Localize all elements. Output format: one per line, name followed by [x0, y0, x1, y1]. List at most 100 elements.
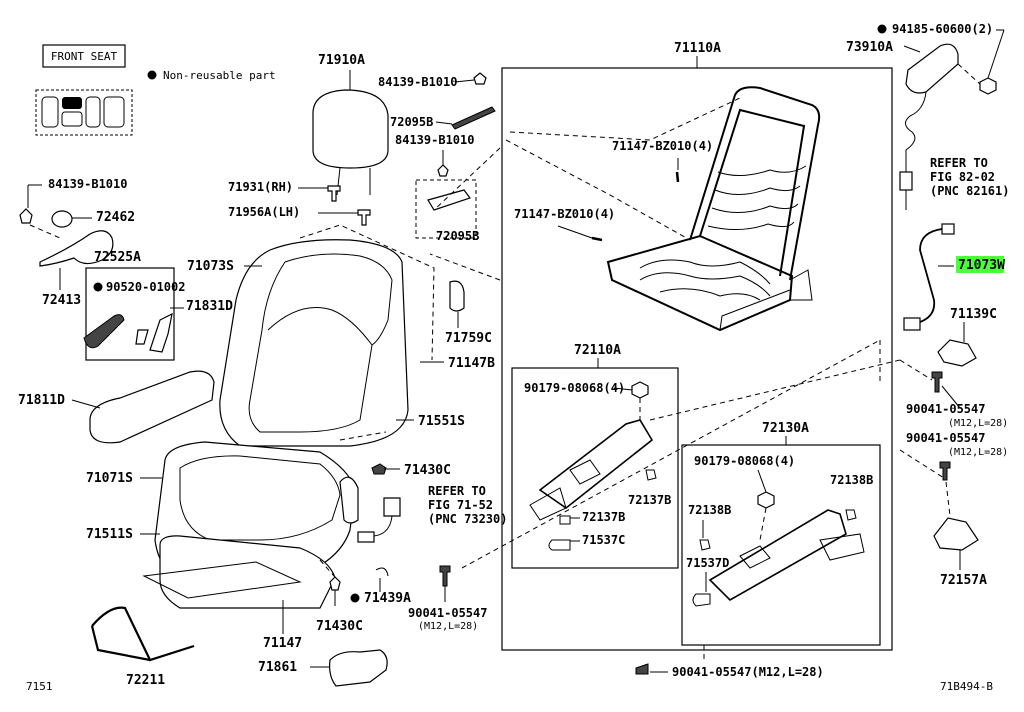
label-72138B-a: 72138B [830, 473, 873, 487]
label-71956A: 71956A(LH) [228, 205, 300, 219]
label-71931: 71931(RH) [228, 180, 293, 194]
lever-group-box [85, 267, 175, 361]
label-72413: 72413 [42, 293, 81, 308]
label-90041-c: 90041-05547 [906, 431, 985, 445]
label-71147-bz010-b: 71147-BZ010(4) [514, 207, 615, 221]
headrest [312, 89, 389, 196]
highlight-71073W [956, 256, 1004, 273]
label-72211: 72211 [126, 673, 165, 688]
label-71861: 71861 [258, 660, 297, 675]
cushion-sheet [142, 561, 302, 599]
label-72095B-mid: 72095B [436, 229, 479, 243]
cover-71537D [692, 593, 711, 607]
bushing-ring [51, 210, 73, 228]
rail-inner-box [511, 367, 679, 569]
cover-71139C [937, 339, 977, 367]
label-71073S: 71073S [187, 259, 234, 274]
label-84139-b1010-mid: 84139-B1010 [395, 133, 474, 147]
label-71071S: 71071S [86, 471, 133, 486]
label-71910A: 71910A [318, 53, 365, 68]
wire-71073W [919, 228, 943, 323]
label-71831D: 71831D [186, 299, 233, 314]
clip-71439A [375, 567, 389, 577]
label-72525A: 72525A [94, 250, 141, 265]
bolt-90041-c [939, 461, 951, 481]
label-90041-b-sub: (M12,L=28) [948, 418, 1008, 429]
control-module [905, 43, 959, 94]
height-lever [83, 314, 125, 349]
label-72137B-a: 72137B [628, 493, 671, 507]
front-seat-label: FRONT SEAT [51, 50, 118, 63]
non-reusable-dot-icon [93, 282, 103, 292]
label-71430C-a: 71430C [404, 463, 451, 478]
bolt-90041-b [931, 371, 943, 393]
seat-position-icon [35, 89, 133, 136]
label-71430C-b: 71430C [316, 619, 363, 634]
label-ref-b2: FIG 82-02 [930, 170, 995, 184]
cushion-pad [159, 535, 336, 609]
clip-icon [437, 164, 449, 177]
seat-rail-outer [708, 509, 865, 601]
non-reusable-dot-icon [877, 24, 887, 34]
label-84139-b1010-top: 84139-B1010 [378, 75, 457, 89]
clip-72138B-a [845, 509, 857, 521]
front-seat-box: FRONT SEAT [42, 44, 126, 68]
wire-plug-top [941, 223, 955, 235]
connector-plug [383, 497, 401, 517]
nut-icon [979, 77, 997, 95]
harness-plug [899, 171, 913, 191]
label-90041-a-sub: (M12,L=28) [418, 621, 478, 632]
label-71147-bz010-a: 71147-BZ010(4) [612, 139, 713, 153]
nut-icon [631, 381, 649, 399]
side-bracket [149, 312, 173, 353]
clip-icon [329, 576, 341, 591]
label-94185: 94185-60600(2) [892, 22, 993, 36]
label-72130A: 72130A [762, 421, 809, 436]
cover-71537C [548, 539, 571, 551]
label-90179-b: 90179-08068(4) [694, 454, 795, 468]
label-71110A: 71110A [674, 41, 721, 56]
label-84139-b1010-left: 84139-B1010 [48, 177, 127, 191]
label-ref-a3: (PNC 73230) [428, 512, 507, 526]
cover-72157A [933, 517, 979, 551]
label-71759C: 71759C [445, 331, 492, 346]
bolt-90041-a [439, 565, 451, 587]
label-71439A: 71439A [364, 591, 411, 606]
headrest-guide-rh [327, 185, 341, 202]
non-reusable-note: Non-reusable part [163, 69, 276, 82]
clip-72137B-a [645, 469, 657, 481]
label-90179-a: 90179-08068(4) [524, 381, 625, 395]
label-90520: 90520-01002 [106, 280, 185, 294]
label-72462: 72462 [96, 210, 135, 225]
label-71139C: 71139C [950, 307, 997, 322]
label-ref-b1: REFER TO [930, 156, 988, 170]
wire-72211 [91, 606, 195, 662]
label-90041-a: 90041-05547 [408, 606, 487, 620]
footer-left-code: 7151 [26, 680, 53, 693]
label-ref-b3: (PNC 82161) [930, 184, 1009, 198]
label-ref-a2: FIG 71-52 [428, 498, 493, 512]
label-72137B-b: 72137B [582, 510, 625, 524]
nut-icon [757, 491, 775, 509]
clip-72138B-b [699, 539, 711, 551]
wire-plug-bottom [903, 317, 921, 331]
trim-strip [451, 106, 496, 130]
bolt-71430C [371, 463, 387, 475]
non-reusable-dot-icon [147, 70, 157, 80]
label-ref-a1: REFER TO [428, 484, 486, 498]
label-71537C: 71537C [582, 533, 625, 547]
label-71073W[interactable]: 71073W [958, 258, 1005, 273]
label-71811D: 71811D [18, 393, 65, 408]
handle-cap [449, 280, 465, 312]
label-71551S: 71551S [418, 414, 465, 429]
seat-rail-inner [529, 419, 654, 521]
label-71147: 71147 [263, 636, 302, 651]
seat-frame [606, 86, 821, 332]
label-72110A: 72110A [574, 343, 621, 358]
headrest-guide-lh [357, 209, 371, 226]
label-71511S: 71511S [86, 527, 133, 542]
seat-back [219, 239, 409, 447]
label-72095B-top: 72095B [390, 115, 433, 129]
